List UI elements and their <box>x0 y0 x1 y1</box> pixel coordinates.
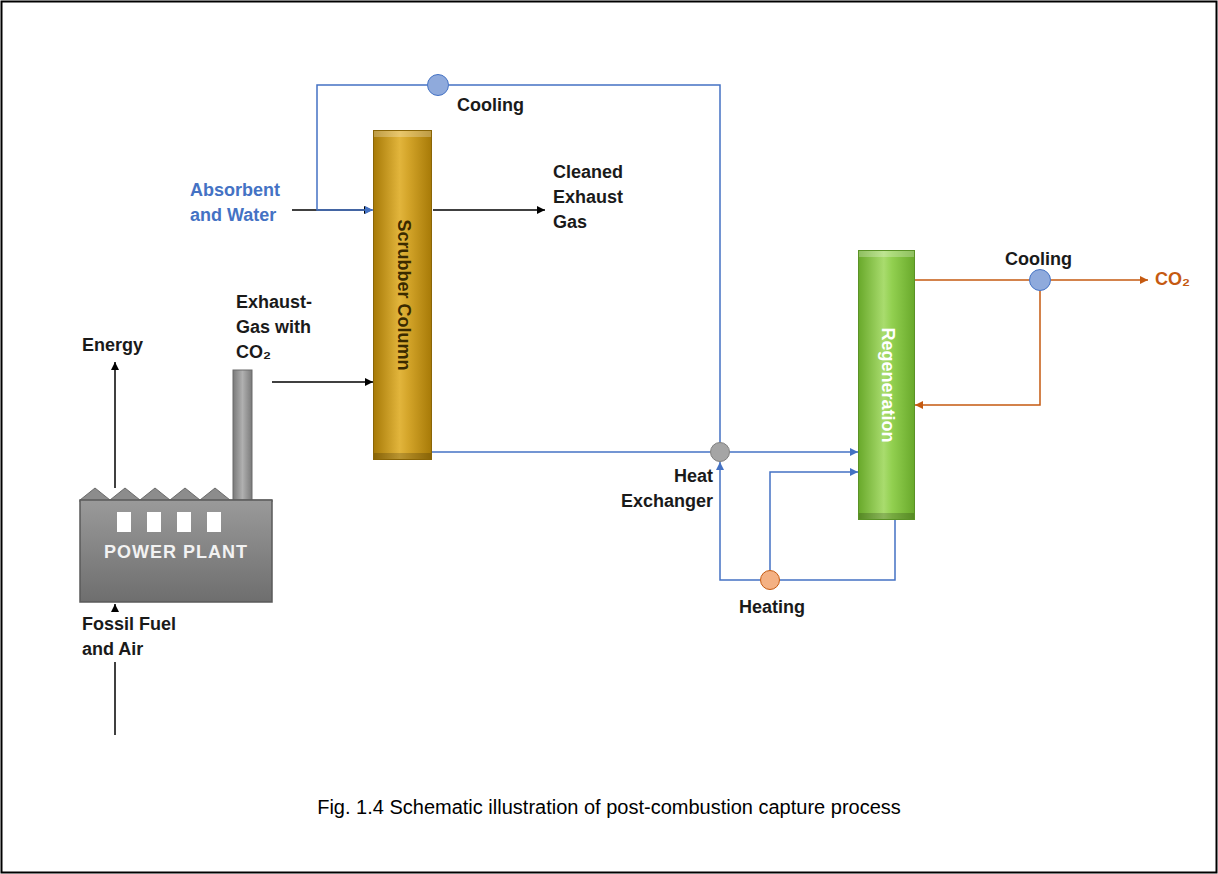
free-label: Fossil Fuel and Air <box>82 612 200 662</box>
cleaned-gas-arrow <box>433 209 545 211</box>
plant-window <box>117 512 131 532</box>
co2-arrow <box>1051 279 1148 281</box>
free-label: Absorbent and Water <box>190 178 290 228</box>
circle-label: Cooling <box>1005 247 1095 272</box>
flow-connector <box>272 381 373 383</box>
flow-connector <box>449 85 720 442</box>
process-column: Regeneration <box>858 250 915 520</box>
process-circle: Cooling <box>427 74 449 96</box>
edge-label: Exhaust-Gas with CO₂ <box>236 290 331 365</box>
circle-label: Heat Exchanger <box>613 464 713 514</box>
chimney <box>233 370 252 502</box>
flow-connector <box>770 472 858 570</box>
plant-window <box>207 512 221 532</box>
plant-name: POWER PLANT <box>80 540 272 565</box>
free-label: Cleaned Exhaust Gas <box>553 160 643 235</box>
circle-label: Cooling <box>457 93 547 118</box>
flow-connector <box>720 462 760 580</box>
free-label: CO₂ <box>1155 267 1215 292</box>
column-label: Scrubber Column <box>390 219 415 370</box>
energy-arrow <box>114 362 116 488</box>
process-circle: Heat Exchanger <box>710 442 730 462</box>
plant-body <box>80 500 272 602</box>
process-circle: Heating <box>760 570 780 590</box>
flow-connector <box>432 451 710 453</box>
flow-connector <box>915 279 1029 281</box>
circle-label: Heating <box>739 595 829 620</box>
figure-caption: Fig. 1.4 Schematic illustration of post-… <box>0 795 1218 820</box>
column-label: Regeneration <box>874 327 899 442</box>
process-circle: Cooling <box>1029 269 1051 291</box>
plant-window <box>177 512 191 532</box>
flow-connector <box>730 451 858 453</box>
flow-connector <box>780 520 895 580</box>
free-label: Energy <box>82 333 172 358</box>
flow-connector <box>915 291 1040 405</box>
process-column: Scrubber Column <box>373 130 432 460</box>
power-plant: POWER PLANT <box>80 370 272 602</box>
plant-window <box>147 512 161 532</box>
